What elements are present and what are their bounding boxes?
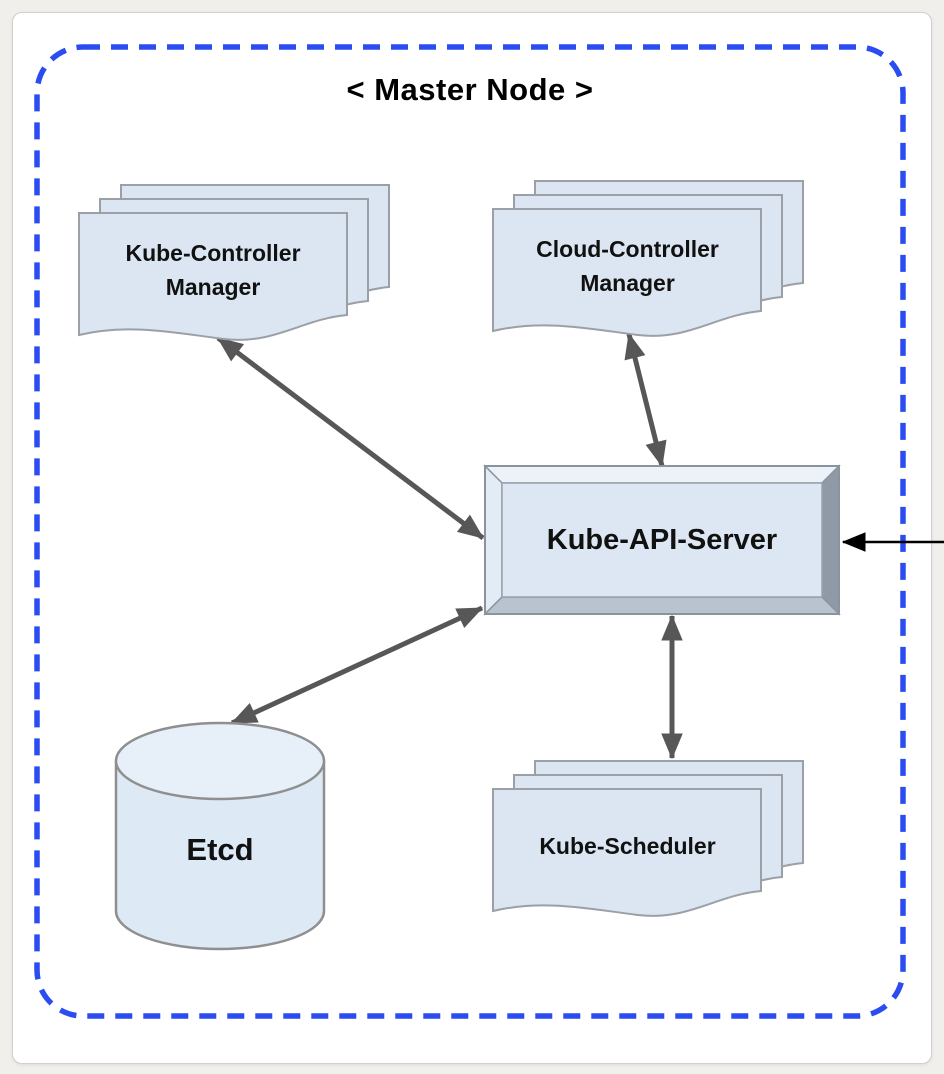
beveled-box-icon xyxy=(483,464,841,616)
cloud-controller-manager-label-line1: Cloud-Controller xyxy=(536,235,719,262)
cloud-controller-manager-label-line2: Manager xyxy=(580,270,675,296)
cylinder-icon xyxy=(114,721,326,951)
kube-scheduler-label: Kube-Scheduler xyxy=(539,832,716,859)
cloud-controller-manager-label: Cloud-Controller Manager xyxy=(492,216,763,316)
diagram-title: < Master Node > xyxy=(346,72,594,107)
etcd-label: Etcd xyxy=(186,832,254,867)
kube-controller-manager-label-line1: Kube-Controller xyxy=(125,239,301,266)
node-kube-api-server xyxy=(483,464,841,616)
kube-controller-manager-label-line2: Manager xyxy=(165,274,261,300)
kube-api-server-label: Kube-API-Server xyxy=(546,523,778,556)
node-etcd xyxy=(113,721,327,953)
kube-controller-manager-label: Kube-Controller Manager xyxy=(78,220,348,320)
